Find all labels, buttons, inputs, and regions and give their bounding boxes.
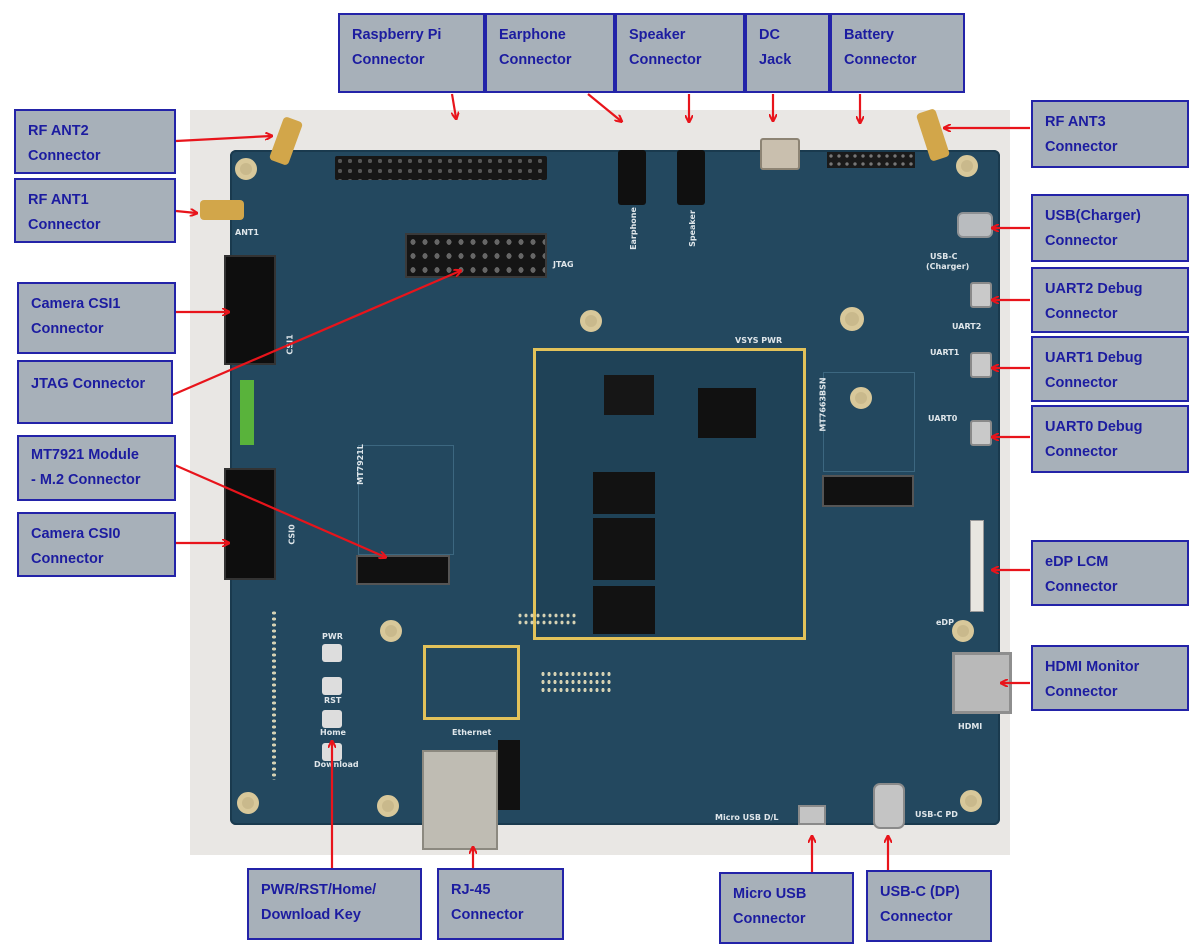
label-edp-lcm: eDP LCM Connector: [1031, 540, 1189, 606]
camera-csi1-slot: [224, 255, 276, 365]
uart1-silk: UART1: [930, 348, 960, 357]
mt7663-silk: MT7663BSN: [818, 377, 828, 432]
mounting-hole: [580, 310, 602, 332]
mt7921-silk: MT7921L: [355, 444, 365, 485]
memory-chip: [593, 518, 655, 580]
micro-usb-silk: Micro USB D/L: [715, 813, 779, 822]
battery-header: [827, 152, 915, 168]
uart1-port: [970, 352, 992, 378]
label-earphone: Earphone Connector: [485, 13, 615, 93]
label-battery: Battery Connector: [830, 13, 965, 93]
rst-silk: RST: [324, 696, 342, 705]
rj45-side: [498, 740, 520, 810]
ethernet-phy: [423, 645, 520, 720]
label-jtag: JTAG Connector: [17, 360, 173, 424]
speaker-silk: Speaker: [687, 210, 697, 247]
label-usbc-dp: USB-C (DP) Connector: [866, 870, 992, 942]
mounting-hole: [237, 792, 259, 814]
usb-c-silk: USB-C: [930, 252, 958, 261]
edp-silk: eDP: [936, 618, 954, 627]
mounting-hole: [840, 307, 864, 331]
label-rf-ant2: RF ANT2 Connector: [14, 109, 176, 174]
earphone-silk: Earphone: [628, 207, 638, 250]
label-uart2: UART2 Debug Connector: [1031, 267, 1189, 333]
earphone-jack: [618, 150, 646, 205]
home-key: [322, 710, 342, 728]
mounting-hole: [956, 155, 978, 177]
label-uart1: UART1 Debug Connector: [1031, 336, 1189, 402]
uart0-port: [970, 420, 992, 446]
hdmi-port: [952, 652, 1012, 714]
mounting-hole: [850, 387, 872, 409]
label-camera-csi1: Camera CSI1 Connector: [17, 282, 176, 354]
label-usb-charger: USB(Charger) Connector: [1031, 194, 1189, 262]
csi0-silk: CSI0: [287, 524, 297, 545]
label-rf-ant1: RF ANT1 Connector: [14, 178, 176, 243]
csi1-silk: CSI1: [285, 334, 295, 355]
mounting-hole: [377, 795, 399, 817]
mounting-hole: [960, 790, 982, 812]
green-label: [240, 380, 254, 445]
label-dc-jack: DC Jack: [745, 13, 830, 93]
label-raspberry-pi: Raspberry Pi Connector: [338, 13, 485, 93]
speaker-jack: [677, 150, 705, 205]
label-rj45: RJ-45 Connector: [437, 868, 564, 940]
camera-csi0-slot: [224, 468, 276, 580]
rj45-jack: [422, 750, 498, 850]
mt7921-slot-outline: [358, 445, 454, 555]
pin-header: [517, 612, 577, 626]
pmic-chip: [604, 375, 654, 415]
label-micro-usb: Micro USB Connector: [719, 872, 854, 944]
soc-chip: [698, 388, 756, 438]
label-pwr-keys: PWR/RST/Home/ Download Key: [247, 868, 422, 940]
label-mt7921: MT7921 Module - M.2 Connector: [17, 435, 176, 501]
label-hdmi: HDMI Monitor Connector: [1031, 645, 1189, 711]
mounting-hole: [952, 620, 974, 642]
ant1-silk: ANT1: [235, 228, 259, 237]
download-key: [322, 743, 342, 761]
mt7663-m2-connector: [822, 475, 914, 507]
mounting-hole: [235, 158, 257, 180]
usb-c-dp-port: [873, 783, 905, 829]
mt7921-m2-connector: [356, 555, 450, 585]
pcb-board: JTAG Earphone Speaker USB-C (Charger) UA…: [224, 138, 1012, 850]
pwr-key: [322, 644, 342, 662]
label-speaker: Speaker Connector: [615, 13, 745, 93]
label-uart0: UART0 Debug Connector: [1031, 405, 1189, 473]
dc-jack: [760, 138, 800, 170]
home-silk: Home: [320, 728, 346, 737]
edp-connector: [970, 520, 984, 612]
pwr-silk: PWR: [322, 632, 343, 641]
uart2-port: [970, 282, 992, 308]
usb-c-pd-silk: USB-C PD: [915, 810, 958, 819]
vsys-silk: VSYS PWR: [735, 336, 783, 345]
download-silk: Download: [314, 760, 359, 769]
jtag-silk: JTAG: [553, 260, 574, 269]
rf-ant1-sma: [200, 200, 244, 220]
mt7663-slot-outline: [823, 372, 915, 472]
som-module: [533, 348, 806, 640]
micro-usb-port: [798, 805, 826, 825]
ethernet-silk: Ethernet: [452, 728, 492, 737]
jtag-header: [405, 233, 547, 278]
mounting-hole: [380, 620, 402, 642]
pin-header: [540, 670, 612, 696]
usb-c-charger-port: [957, 212, 993, 238]
raspberry-pi-header: [335, 156, 547, 180]
uart0-silk: UART0: [928, 414, 958, 423]
label-camera-csi0: Camera CSI0 Connector: [17, 512, 176, 577]
rst-key: [322, 677, 342, 695]
uart2-silk: UART2: [952, 322, 982, 331]
memory-chip: [593, 586, 655, 634]
memory-chip: [593, 472, 655, 514]
charger-silk: (Charger): [926, 262, 970, 271]
label-rf-ant3: RF ANT3 Connector: [1031, 100, 1189, 168]
hdmi-silk: HDMI: [958, 722, 983, 731]
pin-header: [270, 610, 278, 780]
